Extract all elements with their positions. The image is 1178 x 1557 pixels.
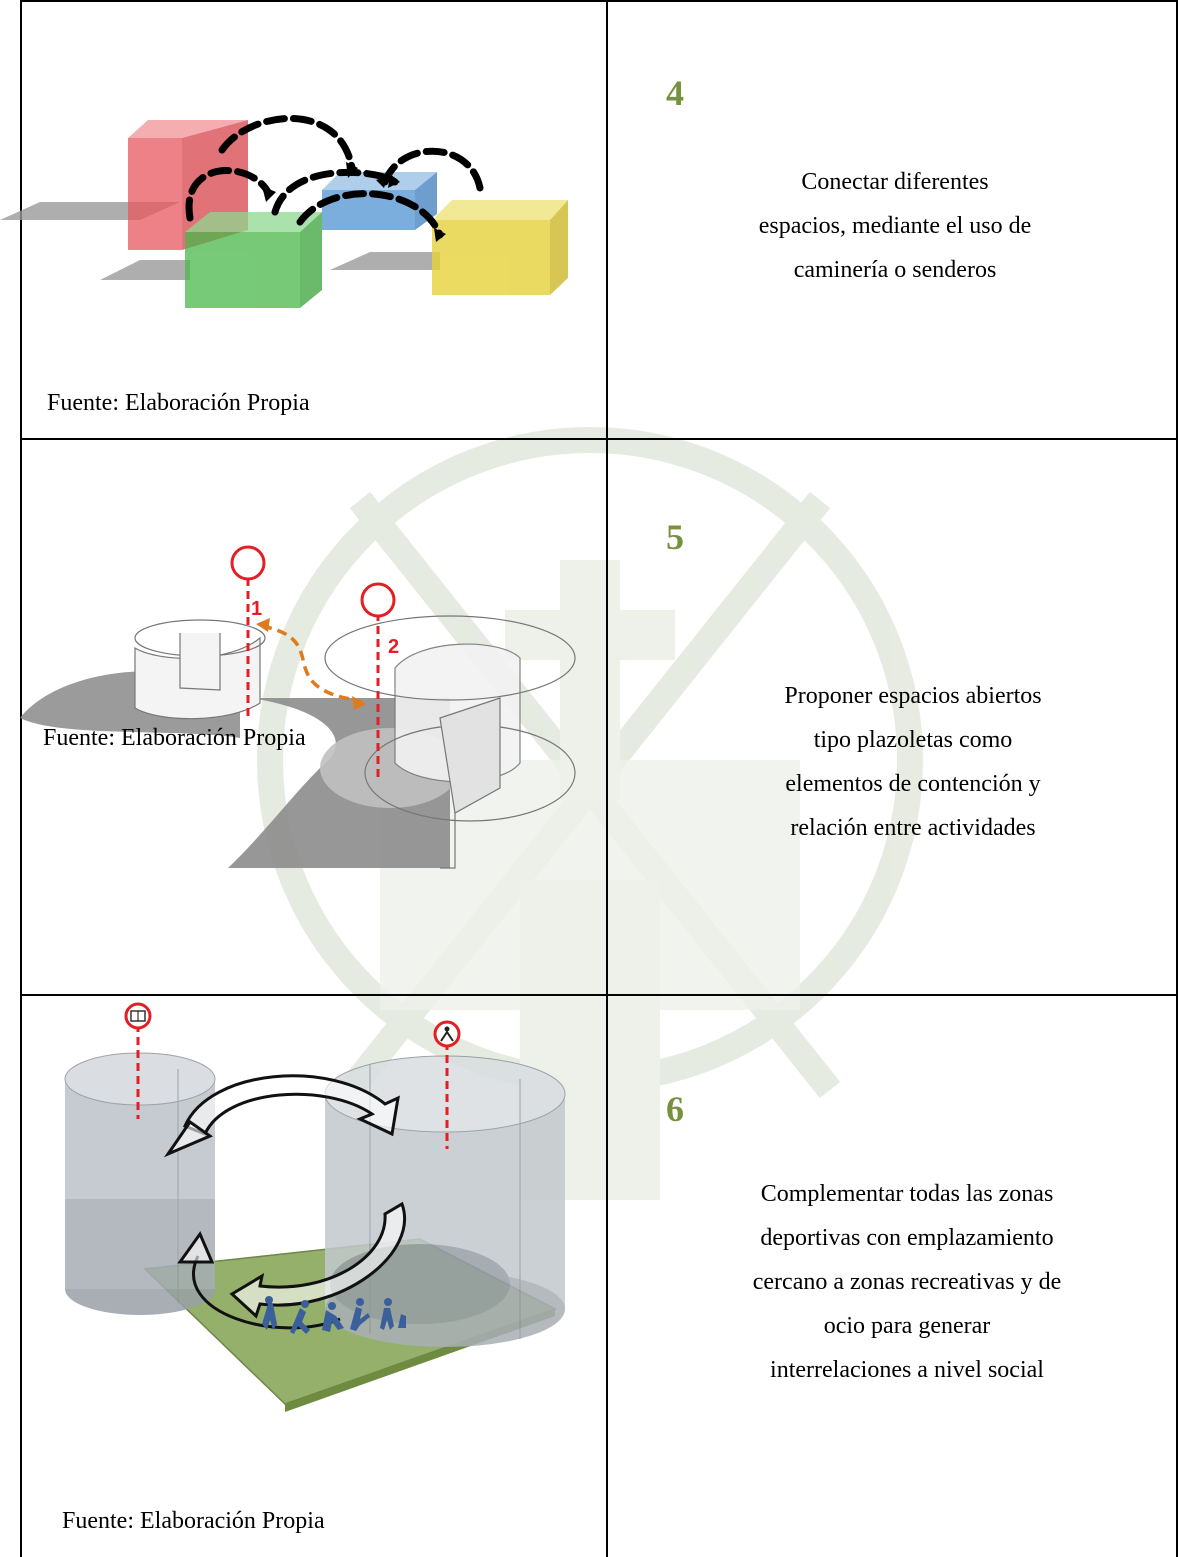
marker-label-1: 1 (251, 598, 263, 620)
row-description: Conectar diferentes espacios, mediante e… (758, 169, 1032, 283)
book-icon (124, 1002, 152, 1119)
illustration-connected-boxes (0, 114, 568, 308)
green-box (185, 212, 322, 308)
row-4: 4 Conectar diferentes espacios, mediante… (0, 0, 1178, 438)
marker-label-2: 2 (388, 636, 400, 658)
illustration-plazas (20, 545, 576, 869)
source-caption: Fuente: Elaboración Propia (47, 390, 310, 416)
pin-2 (360, 582, 396, 778)
row-description: Complementar todas las zonas deportivas … (752, 1181, 1062, 1383)
row-number: 6 (666, 1089, 684, 1129)
row-description: Proponer espacios abiertos tipo plazolet… (784, 683, 1042, 841)
pin-1 (230, 545, 266, 718)
illustration-sport-zones (64, 1002, 566, 1412)
running-people-icon (433, 1020, 461, 1149)
source-caption: Fuente: Elaboración Propia (43, 725, 306, 751)
yellow-box (432, 200, 568, 295)
row-6: 6 Complementar todas las zonas deportiva… (0, 994, 1178, 1557)
row-5: 1 2 5 Proponer espacios abiertos tipo pl… (0, 438, 1178, 994)
source-caption: Fuente: Elaboración Propia (62, 1508, 325, 1534)
row-number: 4 (666, 73, 684, 113)
row-number: 5 (666, 517, 684, 557)
